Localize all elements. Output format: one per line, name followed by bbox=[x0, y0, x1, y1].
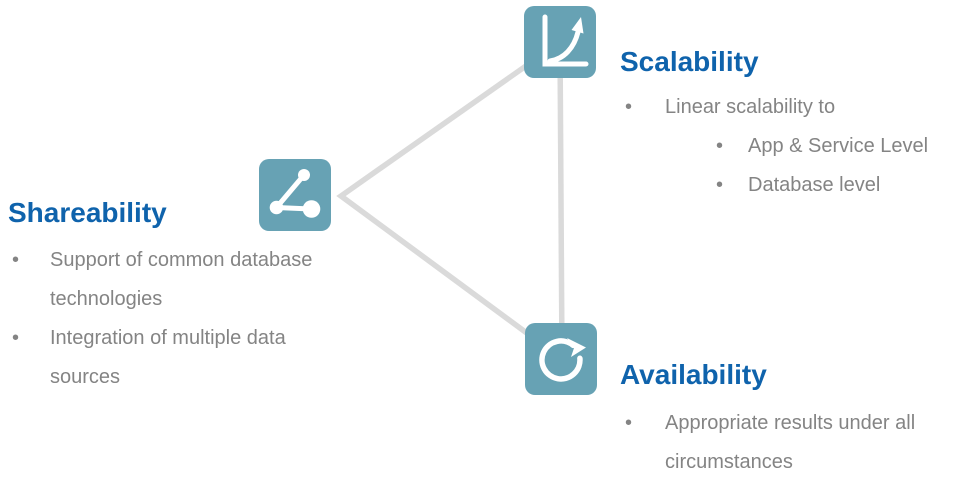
bullet-marker: • bbox=[625, 412, 633, 434]
bullet-text: Integration of multiple data sources bbox=[50, 327, 286, 388]
shareability-bullet-list: • Support of common database technologie… bbox=[12, 241, 335, 397]
bullet-marker: • bbox=[625, 96, 633, 118]
bullet-text: App & Service Level bbox=[748, 135, 929, 157]
bullet-marker: • bbox=[716, 174, 724, 196]
list-item: • Support of common database technologie… bbox=[12, 241, 335, 319]
scalability-title: Scalability bbox=[620, 46, 759, 77]
list-item: • Linear scalability to bbox=[625, 88, 961, 127]
availability-icon-tile bbox=[525, 323, 597, 395]
bullet-text: Database level bbox=[748, 174, 881, 196]
shareability-title: Shareability bbox=[8, 197, 167, 228]
growth-chart-icon bbox=[542, 14, 589, 67]
availability-bullet-list: • Appropriate results under all circumst… bbox=[625, 404, 957, 478]
list-item: • App & Service Level bbox=[716, 127, 961, 166]
scalability-bullet-list: • Linear scalability to • App & Service … bbox=[625, 88, 961, 205]
bullet-text: Linear scalability to bbox=[665, 96, 836, 118]
list-item: • Database level bbox=[716, 166, 961, 205]
list-item: • Appropriate results under all circumst… bbox=[625, 404, 957, 478]
share-nodes-icon bbox=[269, 169, 321, 218]
bullet-marker: • bbox=[12, 327, 20, 349]
scalability-icon-tile bbox=[524, 6, 596, 78]
bullet-marker: • bbox=[716, 135, 724, 157]
bullet-marker: • bbox=[12, 249, 20, 271]
circular-arrow-icon bbox=[539, 338, 586, 382]
shareability-icon-tile bbox=[259, 159, 331, 231]
bullet-text: Support of common database technologies bbox=[50, 249, 313, 310]
list-item: • Integration of multiple data sources bbox=[12, 319, 335, 397]
bullet-text: Appropriate results under all circumstan… bbox=[665, 412, 916, 473]
availability-title: Availability bbox=[620, 359, 767, 390]
